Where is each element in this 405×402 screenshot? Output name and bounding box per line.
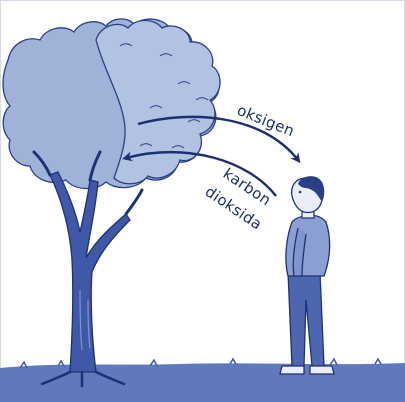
ground	[0, 363, 405, 402]
person-eye	[299, 191, 302, 194]
person-torso	[286, 215, 330, 276]
